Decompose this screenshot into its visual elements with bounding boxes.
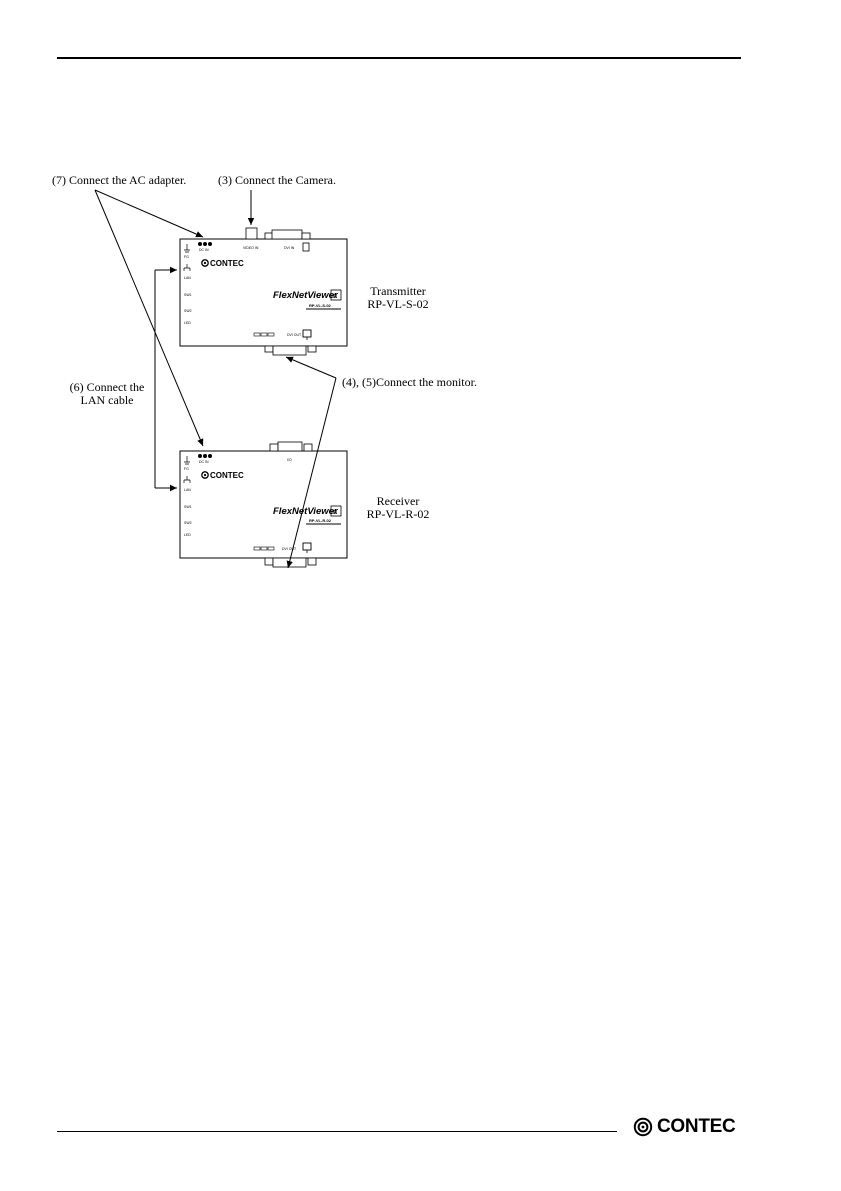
tx-sw1-label: SW1 <box>184 293 192 297</box>
callout-ac-adapter: (7) Connect the AC adapter. <box>52 173 187 187</box>
rx-network-icon <box>183 476 191 483</box>
rx-sw1-label: SW1 <box>184 505 192 509</box>
tx-video-in-connector <box>245 227 258 240</box>
tx-ground-icon <box>184 244 190 253</box>
tx-fg-label: FG <box>184 255 189 259</box>
tx-lan-label: LAN <box>184 276 191 280</box>
tx-dc-in-label: DC IN <box>199 248 209 252</box>
svg-text:N: N <box>333 510 337 516</box>
header-rule <box>57 57 741 59</box>
transmitter-name: Transmitter <box>370 284 426 298</box>
tx-led-label: LED <box>184 321 191 325</box>
rx-led-label: LED <box>184 533 191 537</box>
rx-dvi-out-label: DVI OUT <box>282 547 297 551</box>
callout-camera: (3) Connect the Camera. <box>218 173 336 187</box>
tx-dvi-in-connector <box>271 229 303 240</box>
rx-monitor-icon <box>302 542 312 551</box>
rx-ground-icon <box>184 456 190 465</box>
rx-fg-label: FG <box>184 467 189 471</box>
tx-dvi-out-label: DVI OUT <box>287 333 302 337</box>
monitor-arrow-receiver <box>286 377 337 569</box>
tx-dvi-in-label: DVI IN <box>284 246 295 250</box>
receiver-name: Receiver <box>376 494 420 508</box>
receiver-caption: Receiver RP-VL-R-02 <box>360 495 436 521</box>
ac-arrow-receiver <box>94 189 204 447</box>
svg-text:N: N <box>333 294 337 300</box>
callout-lan-line2: LAN cable <box>80 393 134 407</box>
footer-brand: CONTEC <box>657 1116 736 1137</box>
tx-video-in-label: VIDEO IN <box>243 246 259 250</box>
receiver-model: RP-VL-R-02 <box>366 507 430 521</box>
transmitter-model: RP-VL-S-02 <box>367 297 429 311</box>
tx-sw2-label: SW2 <box>184 309 192 313</box>
contec-logo-icon <box>633 1117 653 1137</box>
transmitter-unit: DC IN VIDEO IN DVI IN FG LAN SW1 SW2 LED… <box>179 227 348 356</box>
footer-rule <box>57 1131 617 1132</box>
rx-panel-model: RP-VL-R-02 <box>309 518 332 523</box>
callout-lan: (6) Connect the LAN cable <box>52 381 162 407</box>
tx-panel-model: RP-VL-S-02 <box>309 303 332 308</box>
tx-network-icon <box>183 264 191 271</box>
tx-brand: CONTEC <box>210 259 244 268</box>
footer-logo: CONTEC <box>633 1116 736 1138</box>
rx-contec-logo-icon <box>201 471 209 479</box>
rx-sw2-label: SW2 <box>184 521 192 525</box>
rx-brand: CONTEC <box>210 471 244 480</box>
receiver-unit: DC IN I/O FG LAN SW1 SW2 LED CONTEC Flex… <box>179 441 348 568</box>
tx-dvi-out-connector <box>272 345 307 356</box>
tx-monitor-icon <box>302 329 312 338</box>
tx-product-name: FlexNetViewer <box>273 290 339 301</box>
rx-lan-label: LAN <box>184 488 191 492</box>
callout-monitor: (4), (5)Connect the monitor. <box>342 375 477 389</box>
callout-lan-line1: (6) Connect the <box>69 380 145 394</box>
monitor-arrow-transmitter <box>285 356 337 379</box>
ac-arrow-transmitter <box>94 189 204 238</box>
rx-product-name: FlexNetViewer <box>273 506 339 517</box>
rx-dc-in-label: DC IN <box>199 460 209 464</box>
transmitter-caption: Transmitter RP-VL-S-02 <box>360 285 436 311</box>
rx-io-label: I/O <box>287 458 292 462</box>
rx-io-connector <box>277 441 303 452</box>
tx-contec-logo-icon <box>201 259 209 267</box>
connection-lines <box>94 189 337 569</box>
